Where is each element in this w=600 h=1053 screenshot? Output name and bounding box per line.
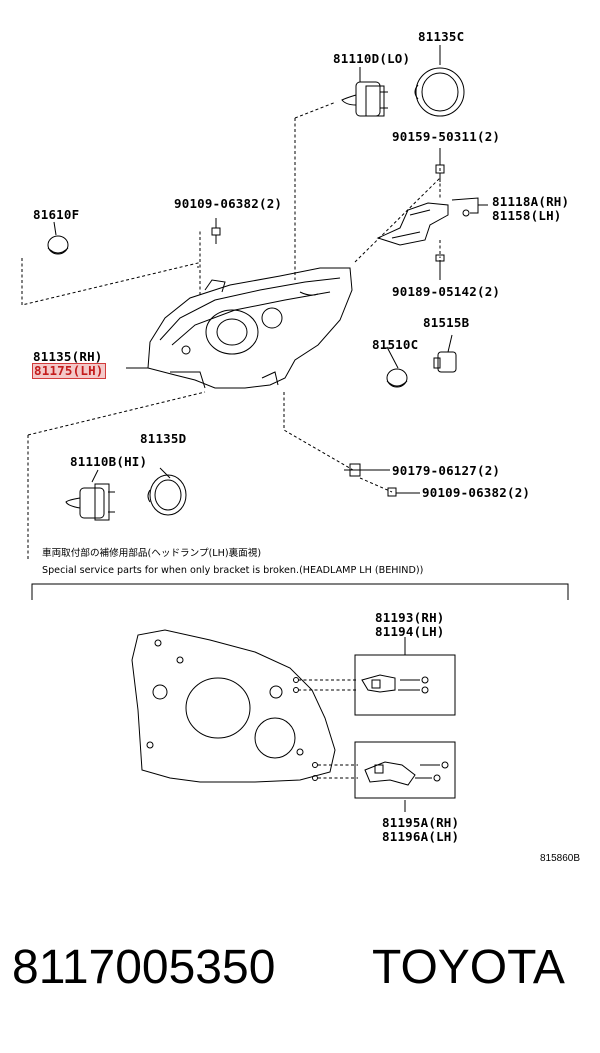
brand-name: TOYOTA [372,941,565,994]
lo-bulb-icon [341,81,388,117]
part-label-81135d[interactable]: 81135D [140,431,187,446]
clip-icon [349,463,361,477]
part-label-81193[interactable]: 81193(RH) [375,610,445,625]
screw-icon [387,487,397,497]
headlamp-assembly-icon [147,267,353,389]
part-label-81196a[interactable]: 81196A(LH) [382,829,460,844]
screw-icon [435,164,445,182]
part-label-90109-top[interactable]: 90109-06382(2) [174,196,283,211]
side-marker-icon [47,235,69,255]
small-bracket-icon [361,674,429,694]
lens-icon [386,368,408,388]
part-label-81135-rh[interactable]: 81135(RH) [33,349,103,364]
hi-cover-icon [147,474,187,516]
part-label-81110d[interactable]: 81110D(LO) [333,51,411,66]
part-label-81175-lh-highlighted[interactable]: 81175(LH) [32,363,106,379]
lo-cover-icon [414,67,465,117]
detail-box-upper [354,654,456,716]
part-label-81118a[interactable]: 81118A(RH) [492,194,570,209]
part-label-90179[interactable]: 90179-06127(2) [392,463,501,478]
diagram-code: 815860B [540,853,581,864]
part-number: 8117005350 [12,941,276,994]
note-japanese: 車両取付部の補修用部品(ヘッドランプ(LH)裏面視) [42,548,262,559]
hi-bulb-icon [65,483,115,521]
screw-icon [211,227,221,244]
note-english: Special service parts for when only brac… [42,565,424,576]
part-label-90109-bottom[interactable]: 90109-06382(2) [422,485,531,500]
screw-icon [435,254,445,272]
detail-box-lower [354,741,456,799]
part-label-81515b[interactable]: 81515B [423,315,470,330]
part-label-90159[interactable]: 90159-50311(2) [392,129,501,144]
section-bracket [31,583,569,600]
dashed-leaders [21,101,441,779]
socket-icon [433,351,457,373]
part-label-81194[interactable]: 81194(LH) [375,624,445,639]
part-label-90189[interactable]: 90189-05142(2) [392,284,501,299]
part-label-81135c[interactable]: 81135C [418,29,465,44]
small-bracket-icon [364,761,449,786]
part-label-81610f[interactable]: 81610F [33,207,80,222]
housing-back-view-icon [131,629,336,783]
part-label-81510c[interactable]: 81510C [372,337,419,352]
solid-leaders [53,45,488,812]
bracket-icon [376,202,470,246]
part-label-81158[interactable]: 81158(LH) [492,208,562,223]
part-label-81110b[interactable]: 81110B(HI) [70,454,148,469]
part-label-81195a[interactable]: 81195A(RH) [382,815,460,830]
